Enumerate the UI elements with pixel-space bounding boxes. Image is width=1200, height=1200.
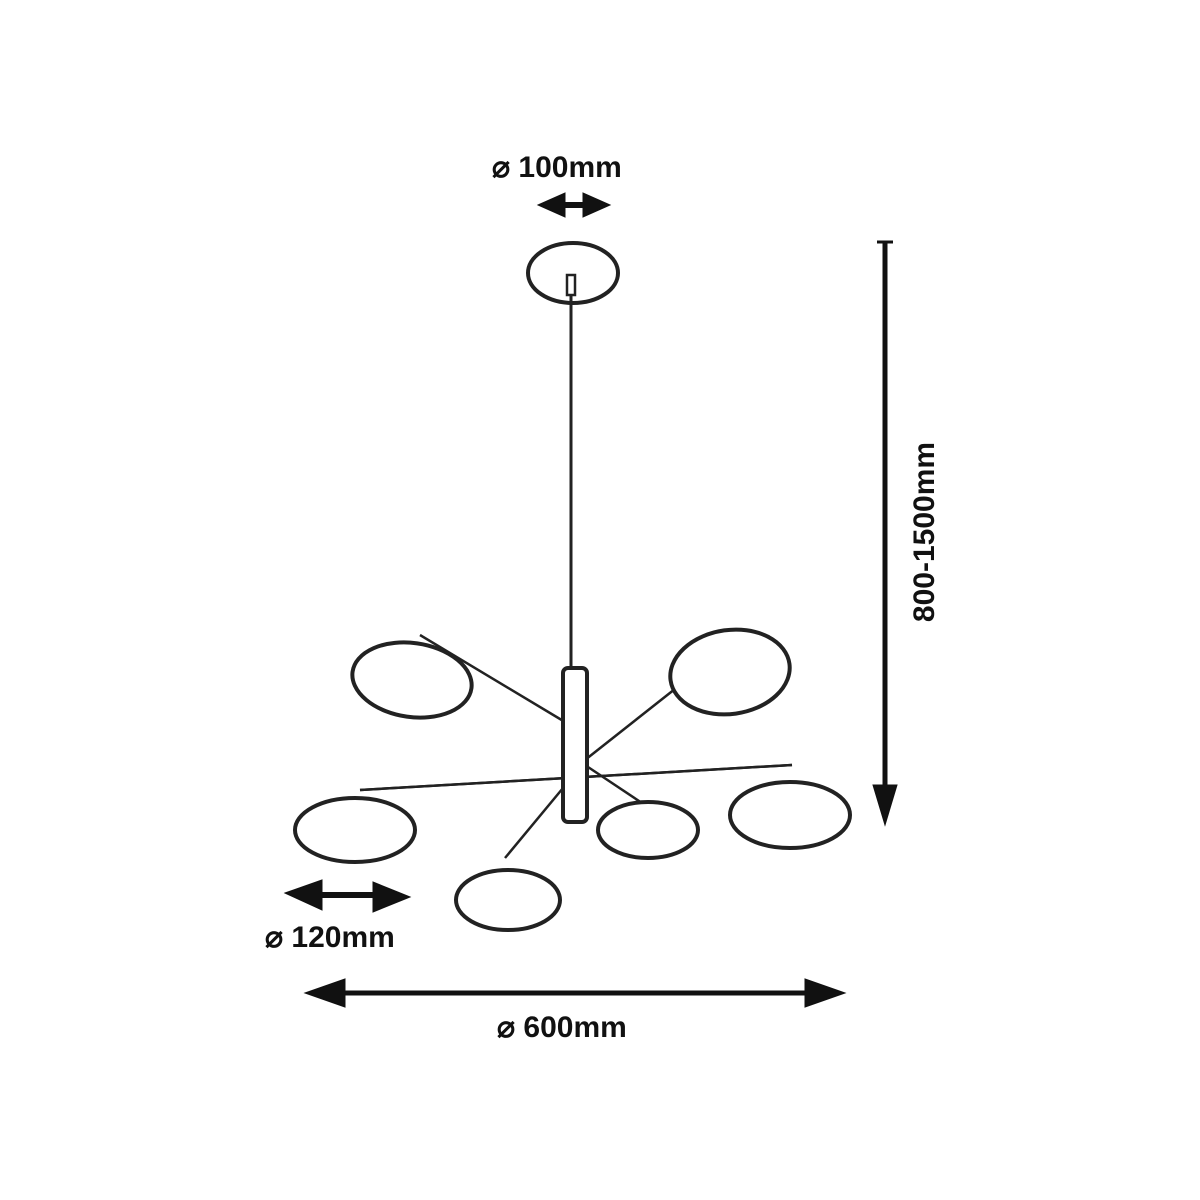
shade-4 xyxy=(454,868,562,932)
shade-2 xyxy=(668,627,792,717)
shade-dimension-arrow xyxy=(283,879,412,913)
height-dimension-arrow xyxy=(872,240,898,827)
canopy-diameter-label: ⌀ 100mm xyxy=(492,151,622,184)
canopy-dimension-arrow xyxy=(536,192,612,218)
shade-3 xyxy=(293,796,417,864)
overall-diameter-label: ⌀ 600mm xyxy=(497,1011,627,1044)
shade-5 xyxy=(596,800,700,860)
shade-1 xyxy=(350,640,474,720)
shade-6 xyxy=(728,780,852,850)
ceiling-canopy xyxy=(526,241,620,305)
overall-dimension-arrow xyxy=(303,978,847,1008)
center-body xyxy=(561,666,589,824)
drop-height-label: 800-1500mm xyxy=(908,441,941,623)
shade-diameter-label: ⌀ 120mm xyxy=(265,921,395,954)
